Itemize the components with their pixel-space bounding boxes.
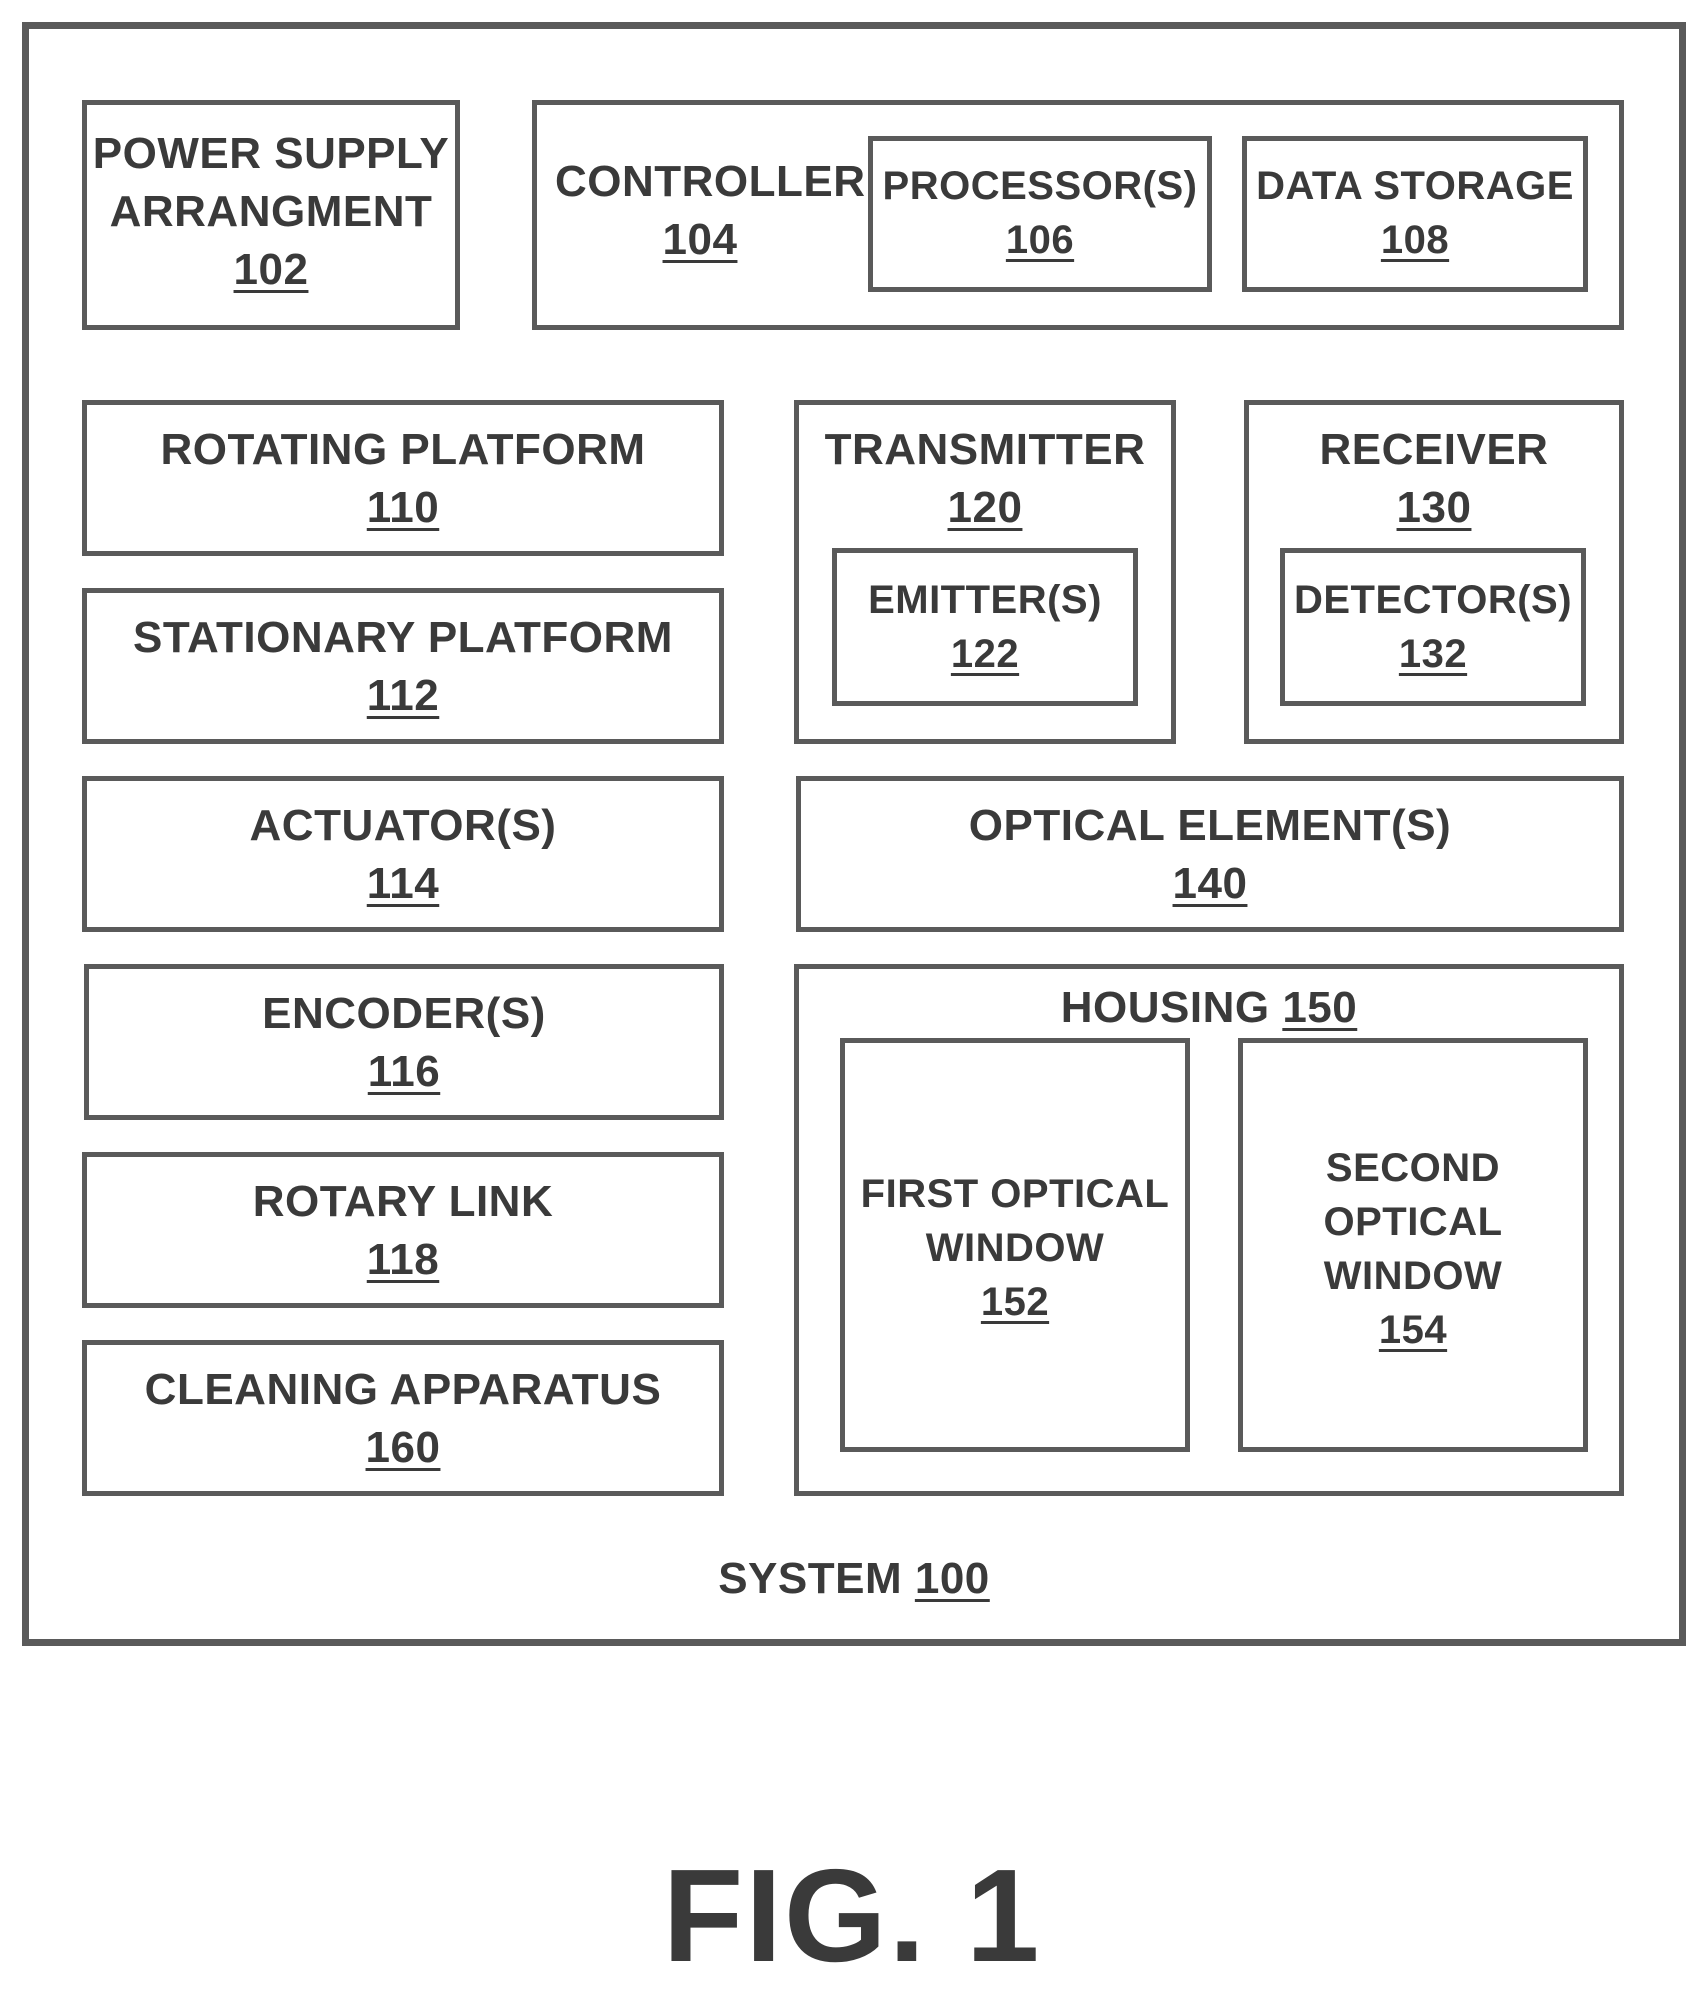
figure-caption: FIG. 1 bbox=[0, 1850, 1704, 1982]
cleaning-apparatus-ref: 160 bbox=[87, 1419, 719, 1477]
housing-ref: 150 bbox=[1282, 983, 1357, 1032]
rotating-platform-ref: 110 bbox=[87, 479, 719, 537]
data-storage-label: DATA STORAGE 108 bbox=[1247, 159, 1583, 267]
actuators-label: ACTUATOR(S) 114 bbox=[87, 797, 719, 913]
cleaning-apparatus-box: CLEANING APPARATUS 160 bbox=[82, 1340, 724, 1496]
first-optical-window-label: FIRST OPTICAL WINDOW 152 bbox=[845, 1167, 1185, 1329]
transmitter-name: TRANSMITTER bbox=[799, 421, 1171, 479]
stationary-platform-ref: 112 bbox=[87, 667, 719, 725]
cleaning-apparatus-name: CLEANING APPARATUS bbox=[87, 1361, 719, 1419]
rotary-link-label: ROTARY LINK 118 bbox=[87, 1173, 719, 1289]
power-supply-name: POWER SUPPLY ARRANGMENT bbox=[87, 125, 455, 241]
processors-box: PROCESSOR(S) 106 bbox=[868, 136, 1212, 292]
data-storage-box: DATA STORAGE 108 bbox=[1242, 136, 1588, 292]
power-supply-label: POWER SUPPLY ARRANGMENT 102 bbox=[87, 125, 455, 299]
detectors-ref: 132 bbox=[1285, 627, 1581, 681]
cleaning-apparatus-label: CLEANING APPARATUS 160 bbox=[87, 1361, 719, 1477]
emitters-name: EMITTER(S) bbox=[837, 573, 1133, 627]
data-storage-name: DATA STORAGE bbox=[1247, 159, 1583, 213]
controller-label: CONTROLLER 104 bbox=[555, 153, 845, 269]
stationary-platform-label: STATIONARY PLATFORM 112 bbox=[87, 609, 719, 725]
emitters-ref: 122 bbox=[837, 627, 1133, 681]
rotating-platform-name: ROTATING PLATFORM bbox=[87, 421, 719, 479]
processors-ref: 106 bbox=[873, 213, 1207, 267]
receiver-label: RECEIVER 130 bbox=[1249, 421, 1619, 537]
optical-elements-label: OPTICAL ELEMENT(S) 140 bbox=[801, 797, 1619, 913]
encoders-label: ENCODER(S) 116 bbox=[89, 985, 719, 1101]
system-label: SYSTEM 100 bbox=[22, 1550, 1686, 1608]
rotary-link-box: ROTARY LINK 118 bbox=[82, 1152, 724, 1308]
first-optical-window-box: FIRST OPTICAL WINDOW 152 bbox=[840, 1038, 1190, 1452]
transmitter-label: TRANSMITTER 120 bbox=[799, 421, 1171, 537]
transmitter-ref: 120 bbox=[799, 479, 1171, 537]
detectors-name: DETECTOR(S) bbox=[1285, 573, 1581, 627]
encoders-name: ENCODER(S) bbox=[89, 985, 719, 1043]
second-optical-window-box: SECOND OPTICAL WINDOW 154 bbox=[1238, 1038, 1588, 1452]
processors-label: PROCESSOR(S) 106 bbox=[873, 159, 1207, 267]
rotary-link-name: ROTARY LINK bbox=[87, 1173, 719, 1231]
emitters-label: EMITTER(S) 122 bbox=[837, 573, 1133, 681]
actuators-ref: 114 bbox=[87, 855, 719, 913]
second-optical-window-label: SECOND OPTICAL WINDOW 154 bbox=[1243, 1141, 1583, 1357]
actuators-name: ACTUATOR(S) bbox=[87, 797, 719, 855]
data-storage-ref: 108 bbox=[1247, 213, 1583, 267]
rotating-platform-label: ROTATING PLATFORM 110 bbox=[87, 421, 719, 537]
encoders-box: ENCODER(S) 116 bbox=[84, 964, 724, 1120]
detectors-label: DETECTOR(S) 132 bbox=[1285, 573, 1581, 681]
first-optical-window-ref: 152 bbox=[845, 1275, 1185, 1329]
second-optical-window-name: SECOND OPTICAL WINDOW bbox=[1243, 1141, 1583, 1303]
optical-elements-ref: 140 bbox=[801, 855, 1619, 913]
housing-label: HOUSING 150 bbox=[799, 979, 1619, 1037]
rotary-link-ref: 118 bbox=[87, 1231, 719, 1289]
encoders-ref: 116 bbox=[89, 1043, 719, 1101]
second-optical-window-ref: 154 bbox=[1243, 1303, 1583, 1357]
optical-elements-box: OPTICAL ELEMENT(S) 140 bbox=[796, 776, 1624, 932]
processors-name: PROCESSOR(S) bbox=[873, 159, 1207, 213]
housing-name: HOUSING bbox=[1061, 983, 1270, 1032]
controller-ref: 104 bbox=[555, 211, 845, 269]
optical-elements-name: OPTICAL ELEMENT(S) bbox=[801, 797, 1619, 855]
rotating-platform-box: ROTATING PLATFORM 110 bbox=[82, 400, 724, 556]
emitters-box: EMITTER(S) 122 bbox=[832, 548, 1138, 706]
receiver-name: RECEIVER bbox=[1249, 421, 1619, 479]
system-ref: 100 bbox=[915, 1554, 990, 1603]
controller-name: CONTROLLER bbox=[555, 153, 845, 211]
system-name: SYSTEM bbox=[718, 1554, 902, 1603]
stationary-platform-name: STATIONARY PLATFORM bbox=[87, 609, 719, 667]
receiver-ref: 130 bbox=[1249, 479, 1619, 537]
first-optical-window-name: FIRST OPTICAL WINDOW bbox=[845, 1167, 1185, 1275]
actuators-box: ACTUATOR(S) 114 bbox=[82, 776, 724, 932]
power-supply-ref: 102 bbox=[87, 241, 455, 299]
stationary-platform-box: STATIONARY PLATFORM 112 bbox=[82, 588, 724, 744]
detectors-box: DETECTOR(S) 132 bbox=[1280, 548, 1586, 706]
power-supply-arrangement-box: POWER SUPPLY ARRANGMENT 102 bbox=[82, 100, 460, 330]
